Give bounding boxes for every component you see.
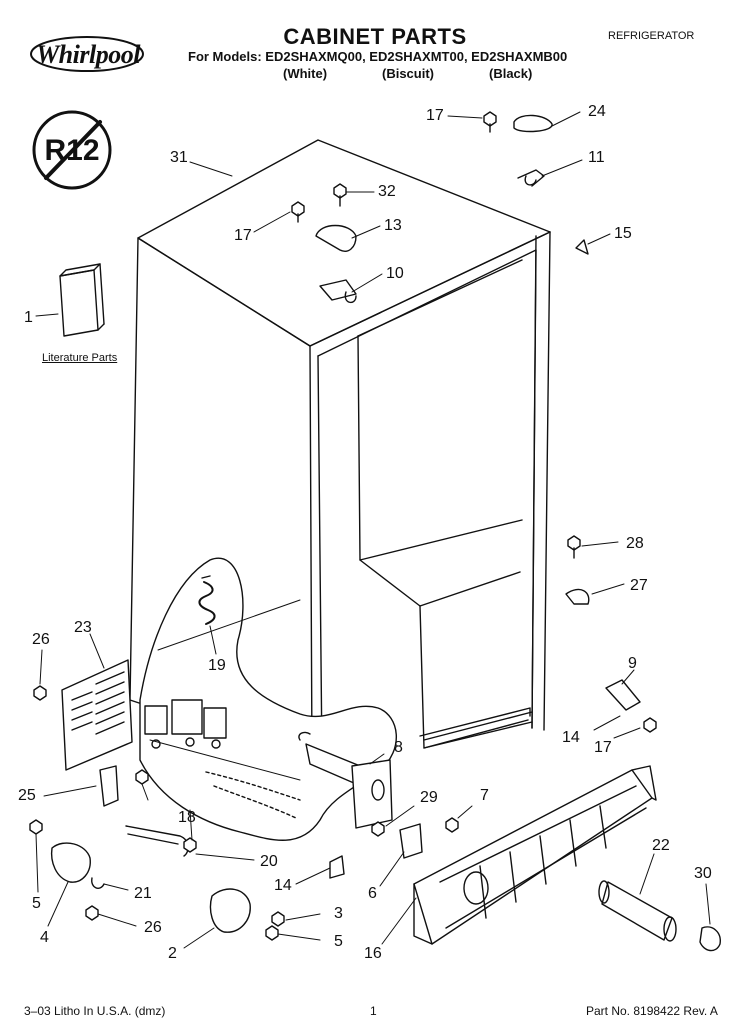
footer-page-number: 1 bbox=[370, 1004, 377, 1018]
color-white: (White) bbox=[283, 66, 328, 81]
callout-29: 29 bbox=[420, 789, 438, 806]
callout-9: 9 bbox=[628, 655, 637, 672]
callout-26b: 26 bbox=[144, 919, 162, 936]
callout-15: 15 bbox=[614, 225, 632, 242]
callout-2: 2 bbox=[168, 945, 177, 962]
color-black: (Black) bbox=[489, 66, 533, 81]
logo-swoosh-icon bbox=[30, 36, 144, 72]
callout-5a: 5 bbox=[32, 895, 41, 912]
callout-8: 8 bbox=[394, 739, 403, 756]
hinge-parts bbox=[50, 114, 641, 933]
color-biscuit: (Biscuit) bbox=[382, 66, 434, 81]
callout-24: 24 bbox=[588, 103, 606, 120]
literature-parts-label: Literature Parts bbox=[42, 352, 118, 364]
footer-print-info: 3–03 Litho In U.S.A. (dmz) bbox=[24, 1004, 166, 1018]
callout-5b: 5 bbox=[334, 933, 343, 950]
callout-13: 13 bbox=[384, 217, 402, 234]
callout-30: 30 bbox=[694, 865, 712, 882]
cabinet-shell bbox=[129, 139, 551, 761]
callout-23: 23 bbox=[74, 619, 92, 636]
callout-25: 25 bbox=[18, 787, 36, 804]
callout-14b: 14 bbox=[562, 729, 580, 746]
page-title: CABINET PARTS bbox=[283, 24, 467, 49]
callout-3: 3 bbox=[334, 905, 343, 922]
whirlpool-logo: Whirlpool bbox=[22, 34, 154, 74]
callout-32: 32 bbox=[378, 183, 396, 200]
base-grille bbox=[413, 765, 657, 945]
footer-part-number: Part No. 8198422 Rev. A bbox=[586, 1004, 718, 1018]
screws bbox=[29, 111, 657, 941]
callout-6: 6 bbox=[368, 885, 377, 902]
callout-14a: 14 bbox=[274, 877, 292, 894]
callout-19: 19 bbox=[208, 657, 226, 674]
callout-4: 4 bbox=[40, 929, 49, 946]
callout-16: 16 bbox=[364, 945, 382, 962]
callout-22: 22 bbox=[652, 837, 670, 854]
r12-badge-text: R12 bbox=[44, 134, 99, 167]
callout-28: 28 bbox=[626, 535, 644, 552]
callout-20: 20 bbox=[260, 853, 278, 870]
leader-lines bbox=[35, 111, 711, 949]
brand-name: Whirlpool bbox=[36, 40, 140, 69]
callout-26a: 26 bbox=[32, 631, 50, 648]
water-filter bbox=[598, 880, 721, 952]
model-list: For Models: ED2SHAXMQ00, ED2SHAXMT00, ED… bbox=[188, 49, 568, 64]
callout-18: 18 bbox=[178, 809, 196, 826]
callout-17b: 17 bbox=[234, 227, 252, 244]
callout-27: 27 bbox=[630, 577, 648, 594]
callout-11: 11 bbox=[588, 149, 605, 166]
callout-21: 21 bbox=[134, 885, 152, 902]
product-category: REFRIGERATOR bbox=[608, 30, 695, 42]
callout-31: 31 bbox=[170, 149, 188, 166]
callout-7: 7 bbox=[480, 787, 489, 804]
callout-17a: 17 bbox=[426, 107, 444, 124]
callout-17c: 17 bbox=[594, 739, 612, 756]
callout-1: 1 bbox=[24, 309, 33, 326]
r12-badge: R12 bbox=[32, 110, 112, 190]
literature-booklet bbox=[59, 263, 105, 337]
rear-access-panel bbox=[61, 659, 133, 771]
callout-numbers: 1 2 3 4 5 5 6 7 8 9 10 11 13 14 14 15 16… bbox=[18, 103, 712, 962]
drain-pan bbox=[298, 731, 393, 829]
callout-10: 10 bbox=[386, 265, 404, 282]
